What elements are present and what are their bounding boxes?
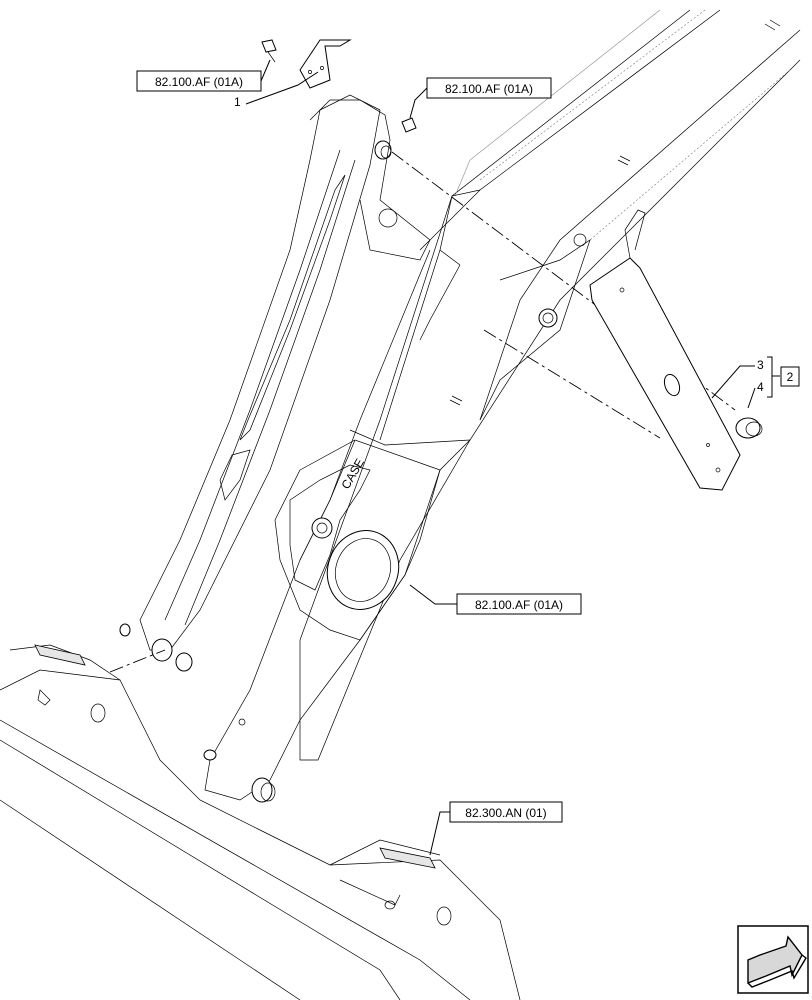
callout-items-2-3-4[interactable]: 3 4 2 [711,356,800,409]
ref-label-top-left: 82.100.AF (01A) [155,75,243,89]
bracket-item-1 [261,39,417,133]
ref-label-top-center: 82.100.AF (01A) [445,82,533,96]
bucket [0,644,521,1000]
ref-label-middle-right: 82.100.AF (01A) [475,598,563,612]
item-number-1: 1 [234,95,241,109]
svg-text:CASE: CASE [338,456,366,491]
callout-item-1[interactable]: 1 [234,71,319,109]
callout-ref-top-center[interactable]: 82.100.AF (01A) [409,77,552,119]
link-arm [119,94,431,672]
plate-item-3 [589,209,741,491]
item-number-3: 3 [757,358,764,372]
item-number-4: 4 [757,380,764,394]
lift-arm: CASE [203,249,471,803]
spacer-item-4 [735,417,763,439]
loader-boom [299,9,801,761]
callout-ref-middle-right[interactable]: 82.100.AF (01A) [409,584,582,615]
arrow-navigation-icon[interactable] [737,925,809,994]
callout-ref-top-left[interactable]: 82.100.AF (01A) [136,59,271,92]
callout-ref-bottom[interactable]: 82.300.AN (01) [429,801,563,856]
item-number-2: 2 [787,370,794,384]
ref-label-bottom: 82.300.AN (01) [465,806,546,820]
